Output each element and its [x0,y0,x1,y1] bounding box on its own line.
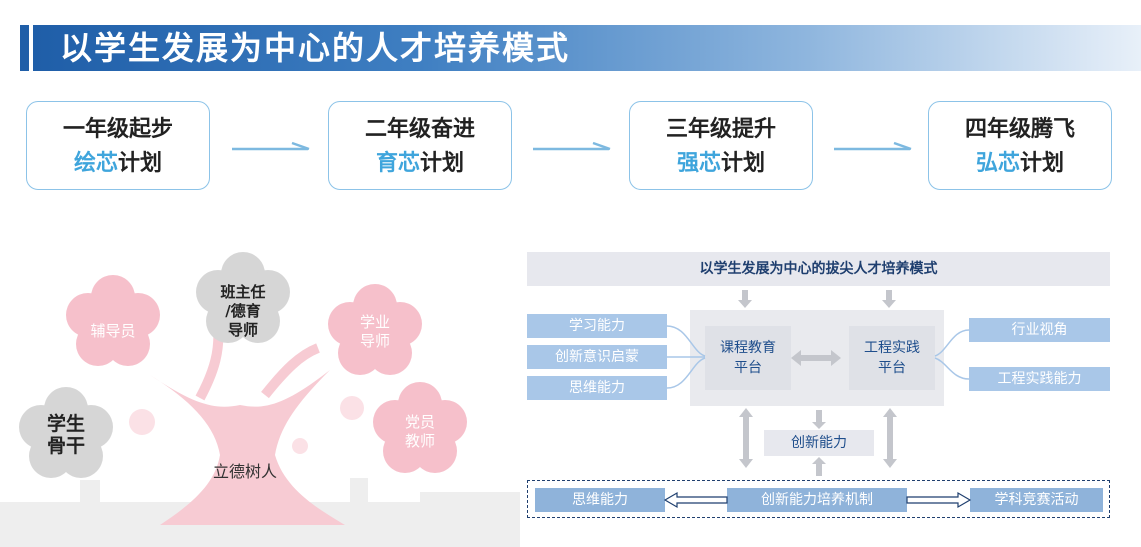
stage-title: 三年级提升 [665,116,776,142]
flower-counselor [66,275,160,366]
tree-trunk-label: 立德树人 [212,462,277,481]
diagram-title: 以学生发展为中心的拔尖人才培养模式 [527,252,1110,286]
stage-plan-suffix: 计划 [118,150,163,176]
skill-learning: 学习能力 [527,314,667,338]
banner-accent-bar [20,25,29,71]
stage-plan-suffix: 计划 [420,150,465,176]
stage-year-2: 二年级奋进 育芯计划 [328,101,512,190]
stage-plan-highlight: 弘芯 [975,150,1020,176]
mechanism-dashed-frame [527,480,1110,518]
flower-label-counselor: 辅导员 [90,322,136,340]
stage-year-4: 四年级腾飞 弘芯计划 [928,101,1112,190]
flower-label-line: 导师 [359,332,390,350]
platform-label-line: 平台 [734,360,762,376]
bud [292,438,308,454]
stage-title: 四年级腾飞 [964,116,1075,142]
flower-label-head-teacher: 班主任 /德育 导师 [212,283,274,340]
skill-innovation-awareness: 创新意识启蒙 [527,345,667,369]
stage-year-3: 三年级提升 强芯计划 [629,101,813,190]
flower-label-line: 骨干 [46,435,85,457]
banner-background [33,25,1141,71]
flower-label-line: /德育 [225,302,261,320]
stage-arrow-1 [232,141,310,151]
diagram-connectors [663,290,972,509]
flower-label-line: 教师 [404,432,435,450]
flower-label-line: 导师 [227,321,258,339]
stage-plan-highlight: 育芯 [375,150,420,176]
platform-engineering-practice: 工程实践 平台 [849,326,935,390]
flower-label-line: 学业 [359,313,390,331]
platform-label-line: 工程实践 [864,340,920,356]
platform-label-line: 平台 [878,360,906,376]
bud [340,396,364,420]
stage-arrow-3 [834,141,912,151]
bottom-thinking-ability: 思维能力 [535,488,665,512]
flower-label-line: 学生 [46,413,85,435]
stage-plan-highlight: 强芯 [676,150,721,176]
bud [129,409,155,435]
flower-label-student-leader: 学生 骨干 [35,413,97,457]
innovation-ability-box: 创新能力 [764,430,874,456]
flower-label-line: 党员 [404,413,435,431]
bottom-innovation-mechanism: 创新能力培养机制 [727,488,907,512]
bottom-competition-activities: 学科竞赛活动 [970,488,1103,512]
flower-label-academic-mentor: 学业 导师 [344,313,406,351]
page-title: 以学生发展为中心的人才培养模式 [60,29,571,67]
skill-thinking: 思维能力 [527,376,667,400]
stage-plan-suffix: 计划 [1020,150,1065,176]
flower-label-party-teacher: 党员 教师 [389,413,451,451]
flower-label-line: 班主任 [220,283,266,301]
stage-plan: 育芯计划 [329,148,511,178]
skill-engineering-practice: 工程实践能力 [969,367,1110,391]
stage-title: 二年级奋进 [364,116,475,142]
skill-industry-perspective: 行业视角 [969,318,1110,342]
stage-title: 一年级起步 [62,116,173,142]
tree-illustration [0,252,520,547]
stage-plan-highlight: 绘芯 [73,150,118,176]
stage-arrow-2 [533,141,611,151]
platform-label-line: 课程教育 [720,340,776,356]
platform-course-education: 课程教育 平台 [705,326,791,390]
stage-plan-suffix: 计划 [721,150,766,176]
talent-model-diagram: 以学生发展为中心的拔尖人才培养模式 课程教育 平台 工程实践 平台 学习能力 创… [527,252,1117,522]
stage-year-1: 一年级起步 绘芯计划 [26,101,210,190]
tree-trunk [150,370,345,525]
stage-plan: 弘芯计划 [929,148,1111,178]
stage-plan: 强芯计划 [630,148,812,178]
stage-plan: 绘芯计划 [27,148,209,178]
title-banner: 以学生发展为中心的人才培养模式 [0,25,1141,71]
